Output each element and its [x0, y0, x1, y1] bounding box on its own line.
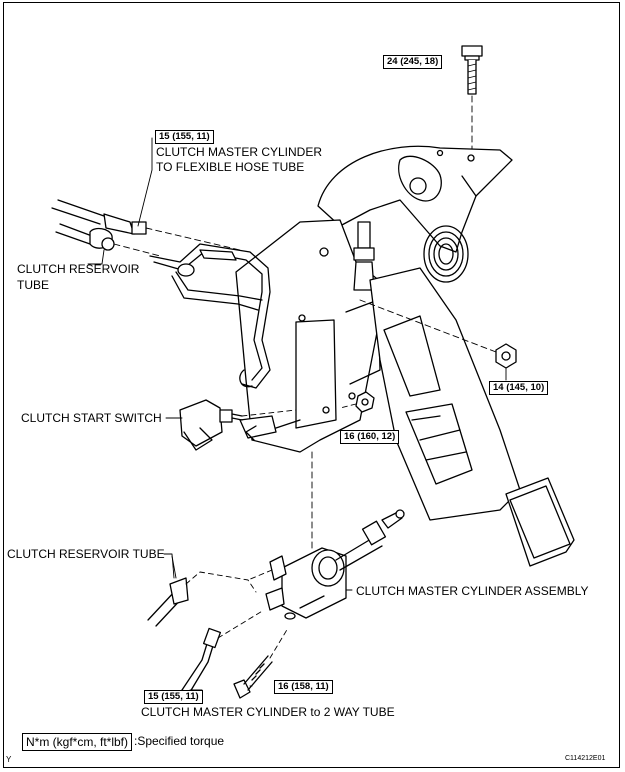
bottom-bolt: [233, 627, 289, 699]
label-master-cyl-2way: CLUTCH MASTER CYLINDER to 2 WAY TUBE: [141, 705, 395, 719]
label-reservoir-tube-top-1: CLUTCH RESERVOIR: [17, 262, 140, 276]
top-bolt: [461, 45, 483, 161]
corner-letter: Y: [6, 755, 12, 764]
two-way-tube: [181, 609, 265, 697]
label-master-cyl-assembly: CLUTCH MASTER CYLINDER ASSEMBLY: [356, 584, 589, 598]
label-master-cyl-flex-2: TO FLEXIBLE HOSE TUBE: [156, 160, 305, 174]
torque-right-nut: 14 (145, 10): [489, 381, 549, 395]
return-spring: [423, 225, 469, 283]
pedal-bracket: [235, 145, 513, 453]
torque-two-way-tube: 15 (155, 11): [144, 690, 203, 704]
label-master-cyl-flex-1: CLUTCH MASTER CYLINDER: [156, 145, 323, 159]
lower-reservoir-tube: [147, 555, 273, 627]
label-reservoir-tube-top-2: TUBE: [17, 278, 50, 292]
clutch-start-switch: [179, 399, 297, 451]
figure-code: C114212E01: [565, 755, 606, 762]
clutch-master-cylinder: [265, 509, 405, 620]
legend-unit-box: N*m (kgf*cm, ft*lbf): [22, 733, 133, 751]
mid-nut: [339, 391, 375, 413]
label-reservoir-tube-bottom: CLUTCH RESERVOIR TUBE: [7, 547, 165, 561]
upper-tubes: [51, 199, 301, 441]
torque-top-bolt: 24 (245, 18): [383, 55, 443, 69]
torque-bottom-bolt: 16 (158, 11): [274, 680, 333, 694]
label-start-switch: CLUTCH START SWITCH: [21, 411, 162, 425]
diagram-frame: [3, 2, 620, 768]
pedal-nut: [359, 299, 517, 381]
legend-text: :Specified torque: [134, 734, 225, 748]
torque-flex-tube: 15 (155, 11): [155, 130, 214, 144]
torque-mid-nut: 16 (160, 12): [340, 430, 400, 444]
clutch-pedal-arm: [369, 267, 575, 567]
stopper-bolt: [353, 221, 375, 291]
